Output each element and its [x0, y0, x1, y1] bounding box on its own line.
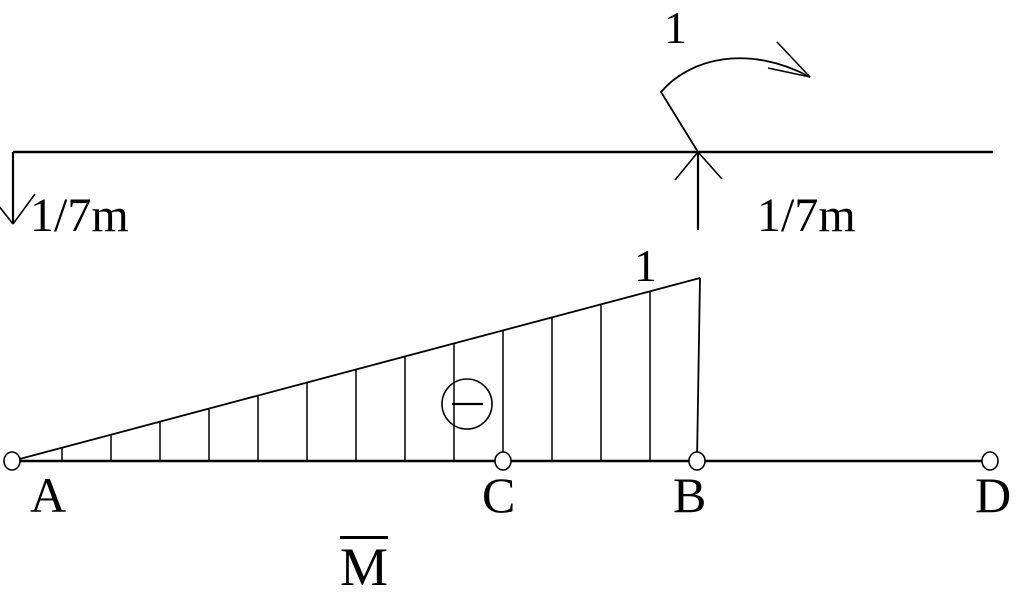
left-reaction-arrow — [0, 152, 36, 225]
right-reaction-head-right — [697, 151, 723, 180]
moment-arc — [659, 57, 811, 153]
node-label-c: C — [482, 467, 516, 523]
moment-arrowhead-lower — [767, 67, 811, 78]
right-reaction-head-left — [674, 151, 699, 181]
left-reaction-head-right — [12, 193, 36, 225]
moment-apex-vertical — [696, 277, 701, 462]
applied-moment-arrow — [659, 41, 811, 153]
right-reaction-arrow — [674, 151, 723, 230]
moment-arrowhead-upper — [776, 41, 811, 78]
applied-moment-label: 1 — [664, 2, 687, 53]
node-marker-a — [3, 451, 21, 471]
node-marker-c — [494, 451, 512, 471]
node-label-d: D — [975, 467, 1012, 523]
right-reaction-label: 1/7m — [757, 189, 856, 242]
diagram-title-symbol: M — [340, 536, 389, 597]
moment-hatch-lines — [61, 291, 651, 461]
left-reaction-head-left — [0, 206, 14, 225]
beam-group — [0, 41, 993, 230]
support-nodes — [3, 451, 999, 471]
minus-circle-icon — [441, 378, 493, 430]
node-marker-b — [688, 451, 706, 471]
node-label-a: A — [30, 467, 67, 523]
left-reaction-label: 1/7m — [30, 189, 129, 242]
moment-diagram-group — [3, 277, 999, 471]
negative-sign-marker — [441, 378, 493, 430]
moment-slope-line — [11, 277, 701, 462]
node-label-b: B — [673, 467, 707, 523]
moment-peak-label: 1 — [634, 240, 657, 291]
diagram-title: M — [340, 536, 389, 597]
node-marker-d — [981, 451, 999, 471]
